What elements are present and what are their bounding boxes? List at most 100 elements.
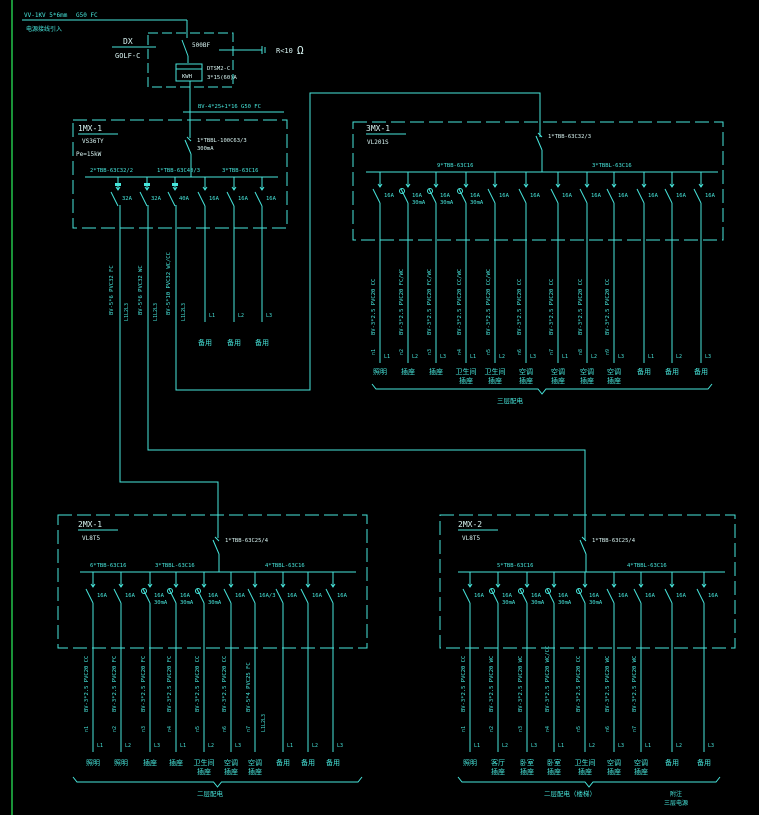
load-label: 插座 [459,376,473,385]
bus-group-label: 5*TBB-63C16 [497,563,533,569]
phase-label: L1L2L3 [153,303,159,321]
panel-model: VL8T5 [462,535,480,542]
rcd-icon [195,588,201,594]
breaker-rating: 16A [209,196,220,202]
arrow-icon [228,583,234,588]
arrow-icon [638,583,644,588]
cable-spec: BV-5*6 PVC32 WC [138,265,144,315]
arrow-icon [433,183,439,188]
breaker-blade [579,188,588,204]
load-label: 插座 [248,767,262,776]
breaker-rating: 16A [312,593,323,599]
load-label: 备用 [326,758,340,767]
phase-label: L1 [558,743,564,749]
main-breaker-trip-mark [581,536,587,542]
main-breaker-label: 1*TBBL-100C63/3 [197,138,247,144]
breaker-rating: 16A [474,593,485,599]
phase-label: L3 [154,743,160,749]
breaker-blade [226,191,235,207]
breaker-blade [577,588,586,604]
main-breaker-blade [579,539,587,555]
cable-spec: BV-3*2.5 PVC20 CC/WC [486,269,492,335]
floor-label: 二层配电 [197,789,224,798]
breaker-blade [693,188,702,204]
phase-label: L2 [412,354,418,360]
phase-label: L3 [708,743,714,749]
cable-spec: BV-3*2.5 PVC20 CC [578,279,584,335]
breaker-rating: 16A [705,193,716,199]
group-brace [72,776,363,788]
arrow-icon [144,186,150,191]
load-label: 卧室 [547,758,561,767]
circuit-id: n9 [605,349,611,355]
breaker-blade [664,188,673,204]
bus-group-label: 9*TBB-63C16 [437,163,473,169]
load-label: 插座 [401,367,415,376]
phase-label: L1 [562,354,568,360]
load-label: 备用 [694,367,708,376]
meter-switch-blade [181,39,189,57]
rcd-icon [518,588,524,594]
breaker-blade [196,588,205,604]
breaker-rating: 16A [384,193,395,199]
arrow-icon [259,186,265,191]
breaker-rating: 16A [530,193,541,199]
fuse-icon [172,183,178,186]
phase-label: L3 [705,354,711,360]
breaker-blade [636,188,645,204]
cable-spec: BV-3*2.5 PVC20 FC [112,656,118,712]
load-label: 插座 [143,758,157,767]
load-label: 客厅 [491,758,505,767]
phase-label: L2 [125,743,131,749]
breaker-rating: 16A [648,193,659,199]
arrow-icon [582,583,588,588]
load-label: 空调 [248,758,262,767]
load-label: 插座 [578,767,592,776]
phase-label: L3 [337,743,343,749]
circuit-id: n4 [167,726,173,732]
rcd-rating: 30mA [154,600,168,606]
phase-label: L3 [266,313,272,319]
breaker-rating: 16A [618,193,629,199]
bus-group-label: 4*TBBL-63C16 [265,563,305,569]
breaker-blade [400,188,409,204]
load-label: 备用 [301,758,315,767]
cable-spec: BV-3*2.5 PVC20 CC [549,279,555,335]
breaker-blade [664,588,673,604]
arrow-icon [147,583,153,588]
circuit-id: n6 [517,349,523,355]
load-label: 备用 [665,758,679,767]
cable-spec: BV-3*2.5 PVC20 CC [371,279,377,335]
load-label: 备用 [637,367,651,376]
meter-box [147,32,234,88]
breaker-blade [197,191,206,207]
breaker-blade [110,191,119,207]
main-rcd-label: 300mA [197,146,214,152]
breaker-blade [139,191,148,207]
fuse-icon [115,183,121,186]
load-label: 插座 [607,376,621,385]
arrow-icon [252,583,258,588]
cable-spec: BV-3*2.5 PVC20 CC [195,656,201,712]
circuit-id: n1 [84,726,90,732]
breaker-rating: 16A [645,593,656,599]
circuit-id: n5 [195,726,201,732]
cable-spec: BV-3*2.5 PVC20 FC [167,656,173,712]
arrow-icon [611,183,617,188]
circuit-id: n2 [489,726,495,732]
arrow-icon [118,583,124,588]
circuit-id: n4 [457,349,463,355]
circuit-id: n5 [576,726,582,732]
feeder-cable-label: BV-4*25+1*16 G50 FC [198,104,261,110]
